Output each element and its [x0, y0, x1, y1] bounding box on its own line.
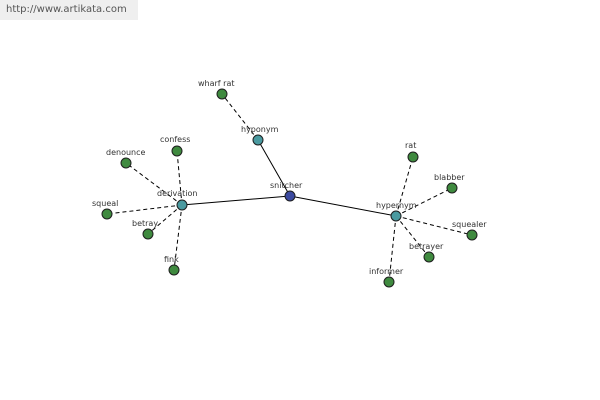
dashed-edges — [106, 93, 473, 283]
label-fink: fink — [164, 255, 179, 264]
node-informer[interactable] — [383, 276, 395, 288]
edge-derivation-squeal — [106, 204, 183, 215]
label-squeal: squeal — [92, 199, 118, 208]
label-squealer: squealer — [452, 220, 487, 229]
label-blabber: blabber — [434, 173, 465, 182]
label-betray: betray — [132, 219, 158, 228]
label-hyponym: hyponym — [241, 125, 279, 134]
label-confess: confess — [160, 135, 190, 144]
edge-hyponym-wharf-rat — [221, 93, 259, 141]
node-hypernym[interactable] — [390, 210, 402, 222]
label-wharf-rat: wharf rat — [198, 79, 235, 88]
node-denounce[interactable] — [120, 157, 132, 169]
node-betray[interactable] — [142, 228, 154, 240]
node-rat[interactable] — [407, 151, 419, 163]
node-wharf-rat[interactable] — [216, 88, 228, 100]
node-confess[interactable] — [171, 145, 183, 157]
edge-hypernym-rat — [395, 156, 414, 217]
node-fink[interactable] — [168, 264, 180, 276]
node-center[interactable] — [284, 190, 296, 202]
edge-center-hypernym — [289, 195, 397, 217]
labels: snitcher hyponym derivation hypernym wha… — [92, 79, 487, 276]
edge-center-derivation — [181, 195, 291, 206]
nodes — [101, 88, 478, 288]
node-derivation[interactable] — [176, 199, 188, 211]
edge-hypernym-blabber — [395, 187, 453, 217]
edge-derivation-confess — [176, 150, 183, 206]
label-denounce: denounce — [106, 148, 146, 157]
node-blabber[interactable] — [446, 182, 458, 194]
label-center: snitcher — [270, 181, 303, 190]
watermark: http://www.artikata.com — [0, 0, 138, 20]
node-hyponym[interactable] — [252, 134, 264, 146]
node-betrayer[interactable] — [423, 251, 435, 263]
label-informer: informer — [369, 267, 404, 276]
edge-derivation-betray — [147, 204, 183, 235]
label-rat: rat — [405, 141, 416, 150]
node-squeal[interactable] — [101, 208, 113, 220]
node-squealer[interactable] — [466, 229, 478, 241]
label-hypernym: hypernym — [376, 201, 417, 210]
edge-derivation-denounce — [125, 162, 183, 206]
edge-hypernym-squealer — [395, 215, 473, 236]
watermark-text: http://www.artikata.com — [6, 4, 127, 15]
label-betrayer: betrayer — [409, 242, 444, 251]
edge-center-hyponym — [257, 139, 291, 197]
edge-hypernym-betrayer — [395, 215, 430, 258]
label-derivation: derivation — [157, 189, 197, 198]
solid-edges — [181, 139, 397, 217]
edge-derivation-fink — [173, 204, 183, 271]
